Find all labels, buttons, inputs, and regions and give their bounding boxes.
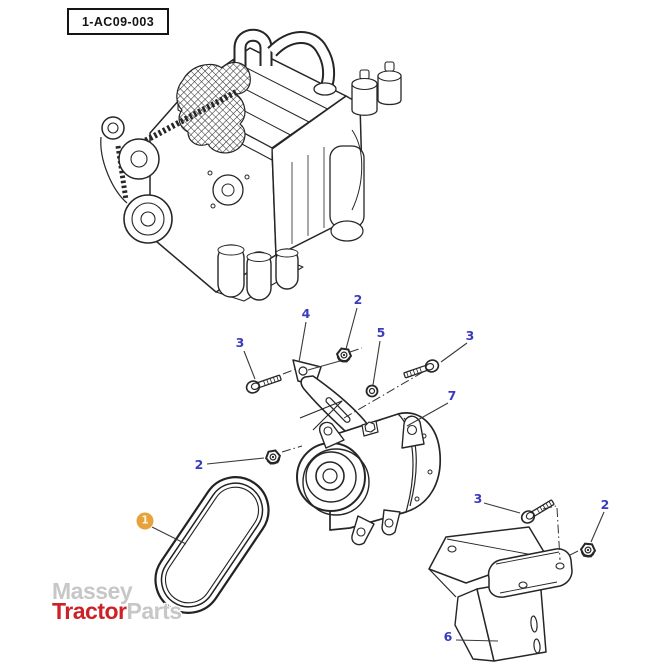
washer-part-5 (365, 384, 379, 398)
callout-3-bolt-bracket: 3 (473, 490, 483, 506)
callout-5-washer: 5 (376, 324, 386, 340)
callout-leader-lines (151, 307, 605, 642)
watermark-parts: Parts (126, 598, 182, 624)
callout-2-nut-bracket: 2 (600, 496, 610, 512)
figure-code-text: 1-AC09-003 (81, 14, 155, 29)
callout-6-mounting-bracket: 6 (443, 628, 453, 644)
compressor-part-7 (296, 412, 442, 546)
mounting-bracket-part-6 (428, 526, 573, 662)
bolt-part-3-arm-front (244, 371, 284, 396)
watermark-massey: Massey (52, 578, 133, 604)
watermark-brand: TractorParts (52, 598, 182, 624)
nut-part-2-top (334, 346, 353, 364)
callout-4-support-arm: 4 (301, 305, 311, 321)
callout-3-bolt-arm-rear: 3 (465, 327, 475, 343)
watermark-tractor: Tractor (52, 598, 127, 624)
callout-7-compressor: 7 (447, 387, 457, 403)
callout-1-drive-belt-highlighted: 1 (136, 512, 154, 530)
nut-part-2-front (263, 448, 283, 466)
nut-part-2-bracket (579, 542, 597, 559)
callout-3-bolt-arm-front: 3 (235, 334, 245, 350)
bolt-part-3-bracket (518, 496, 557, 527)
assembly-axis-lines (281, 347, 579, 561)
callout-2-nut-front: 2 (194, 456, 204, 472)
bolt-part-3-arm-rear (401, 357, 441, 382)
engine-illustration (100, 28, 402, 302)
drive-belt-part-1 (154, 476, 270, 614)
watermark: Massey TractorParts (52, 578, 182, 624)
callout-2-nut-top: 2 (353, 291, 363, 307)
figure-code-label: 1-AC09-003 (67, 8, 169, 35)
